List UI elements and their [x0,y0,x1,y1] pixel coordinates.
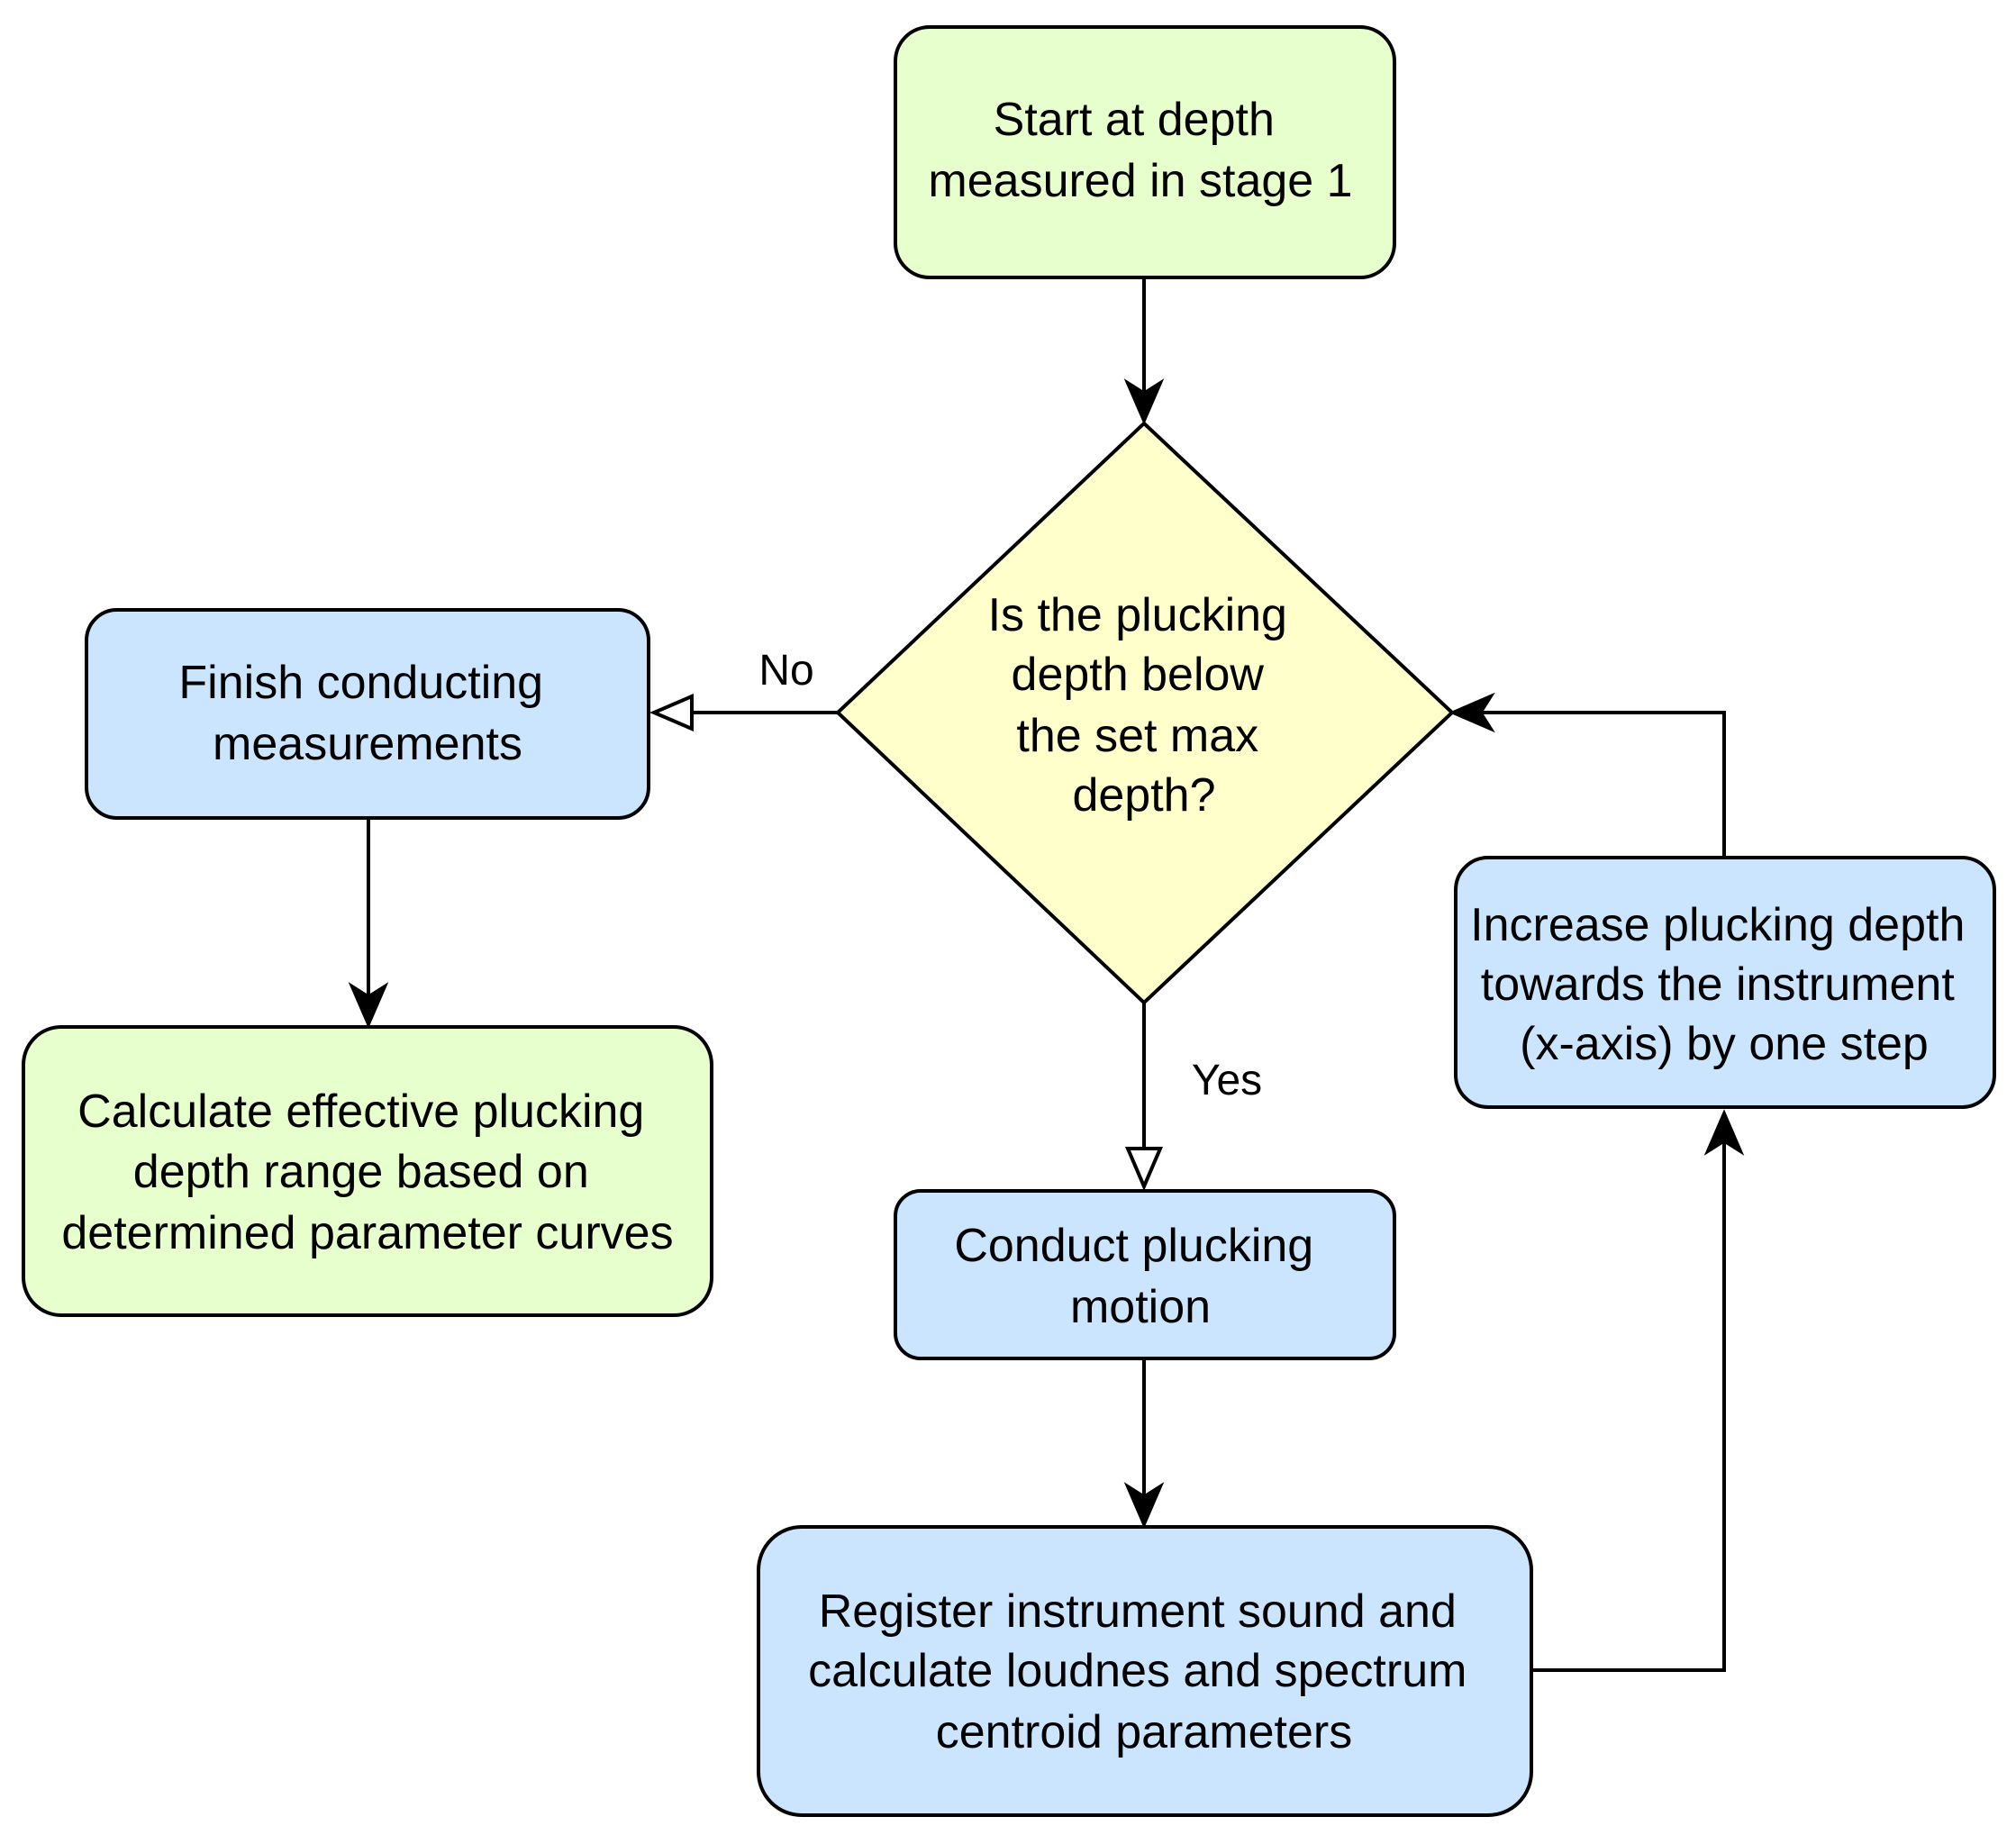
node-decision-line-3: the set max [1016,710,1258,762]
node-register-line-2: calculate loudnes and spectrum [808,1645,1467,1697]
node-increase-line-1: Increase plucking depth [1470,899,1965,951]
edges [348,277,1745,1672]
node-start-line-1: Start at depth [994,94,1275,146]
node-increase-line-2: towards the instrument [1481,958,1956,1011]
node-calculate-line-1: Calculate effective plucking [77,1086,644,1138]
edge-register-to-increase [1531,1133,1726,1672]
node-calculate-line-3: determined parameter curves [61,1207,673,1259]
node-start-label: Start at depth measured in stage 1 [928,94,1352,207]
node-increase-shape [1454,856,1996,1109]
node-calculate: Calculate effective plucking depth range… [22,1025,713,1317]
node-increase-label: Increase plucking depth towards the inst… [1470,899,1978,1070]
node-calculate-shape [22,1025,713,1317]
node-decision-label: Is the plucking depth below the set max … [988,589,1301,822]
node-pluck-label: Conduct plucking motion [954,1220,1326,1333]
edge-label-yes: Yes [1192,1057,1262,1104]
node-start-line-2: measured in stage 1 [928,155,1352,207]
node-pluck-line-2: motion [1070,1281,1211,1333]
node-calculate-line-2: depth range based on [133,1146,589,1198]
node-finish: Finish conducting measurements [85,608,650,820]
node-decision-line-4: depth? [1072,769,1215,822]
arrowhead-pluck-to-register [1123,1482,1165,1529]
node-finish-label: Finish conducting measurements [178,657,556,770]
arrowhead-finish-to-calculate [348,982,389,1029]
node-register-label: Register instrument sound and calculate … [808,1585,1480,1758]
arrowhead-yes-hollow [1124,1147,1164,1192]
node-increase: Increase plucking depth towards the inst… [1454,856,1996,1109]
node-increase-line-3: (x-axis) by one step [1520,1018,1929,1070]
node-finish-shape [85,608,650,820]
node-start: Start at depth measured in stage 1 [894,25,1396,279]
node-register-line-3: centroid parameters [936,1706,1352,1758]
node-decision: Is the plucking depth below the set max … [835,421,1455,1005]
node-start-shape [894,25,1396,279]
node-calculate-label: Calculate effective plucking depth range… [61,1086,673,1259]
arrowhead-no-hollow [649,693,694,732]
node-decision-shape [835,421,1455,1005]
node-pluck-line-1: Conduct plucking [954,1220,1313,1272]
arrowhead-increase-to-decision [1448,692,1495,733]
node-pluck-shape [894,1189,1396,1360]
node-finish-line-2: measurements [213,718,522,770]
node-register: Register instrument sound and calculate … [757,1525,1533,1817]
node-pluck: Conduct plucking motion [894,1189,1396,1360]
node-register-shape [757,1525,1533,1817]
node-decision-line-2: depth below [1012,649,1265,701]
node-finish-line-1: Finish conducting [178,657,543,709]
arrowhead-register-to-increase [1703,1109,1745,1156]
edge-increase-to-decision [1473,711,1726,858]
node-register-line-1: Register instrument sound and [819,1585,1457,1638]
node-decision-line-1: Is the plucking [988,589,1287,641]
edge-label-no: No [758,647,813,695]
arrowhead-start-to-decision [1123,378,1165,425]
